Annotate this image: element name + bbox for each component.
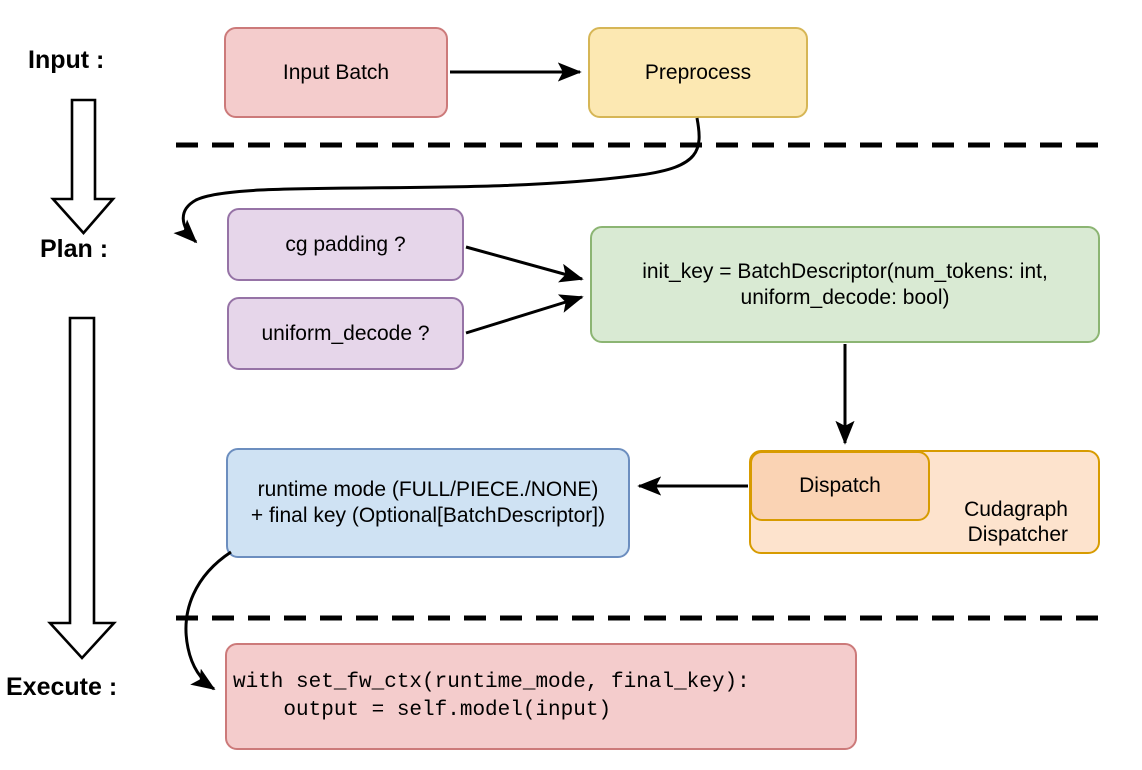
node-cg-padding[interactable]: cg padding ?: [227, 208, 464, 281]
node-runtime-mode-line2: + final key (Optional[BatchDescriptor]): [250, 504, 606, 527]
plan-to-execute-block-arrow: [47, 316, 117, 660]
node-execute-code-line2: output = self.model(input): [233, 698, 612, 722]
arrow-cg-padding-to-init-key: [465, 245, 584, 283]
node-uniform-decode-label: uniform_decode ?: [261, 321, 430, 345]
stage-label-execute: Execute :: [6, 673, 118, 701]
stage-label-input: Input :: [28, 46, 105, 74]
node-runtime-mode-line1: runtime mode (FULL/PIECE./NONE): [257, 478, 599, 502]
node-execute-code-line1: with set_fw_ctx(runtime_mode, final_key)…: [233, 670, 750, 694]
node-init-key-line2: uniform_decode: bool): [740, 285, 950, 309]
node-dispatch[interactable]: Dispatch: [750, 451, 930, 521]
input-to-plan-block-arrow: [50, 98, 116, 235]
node-init-key-line1: init_key = BatchDescriptor(num_tokens: i…: [642, 259, 1048, 283]
node-cudagraph-dispatcher-line2: Dispatcher: [967, 523, 1068, 547]
stage-label-plan: Plan :: [40, 235, 109, 263]
node-runtime-mode[interactable]: runtime mode (FULL/PIECE./NONE) + final …: [226, 448, 630, 558]
node-preprocess[interactable]: Preprocess: [588, 27, 808, 118]
node-preprocess-label: Preprocess: [644, 60, 752, 84]
node-dispatch-label: Dispatch: [799, 474, 881, 498]
node-input-batch[interactable]: Input Batch: [224, 27, 448, 118]
node-cg-padding-label: cg padding ?: [285, 232, 406, 256]
arrow-uniform-decode-to-init-key: [465, 294, 584, 335]
node-cudagraph-dispatcher-line1: Cudagraph: [964, 497, 1068, 521]
node-execute-code[interactable]: with set_fw_ctx(runtime_mode, final_key)…: [225, 643, 857, 750]
node-init-key[interactable]: init_key = BatchDescriptor(num_tokens: i…: [590, 226, 1100, 343]
node-uniform-decode[interactable]: uniform_decode ?: [227, 297, 464, 370]
node-input-batch-label: Input Batch: [282, 60, 390, 84]
